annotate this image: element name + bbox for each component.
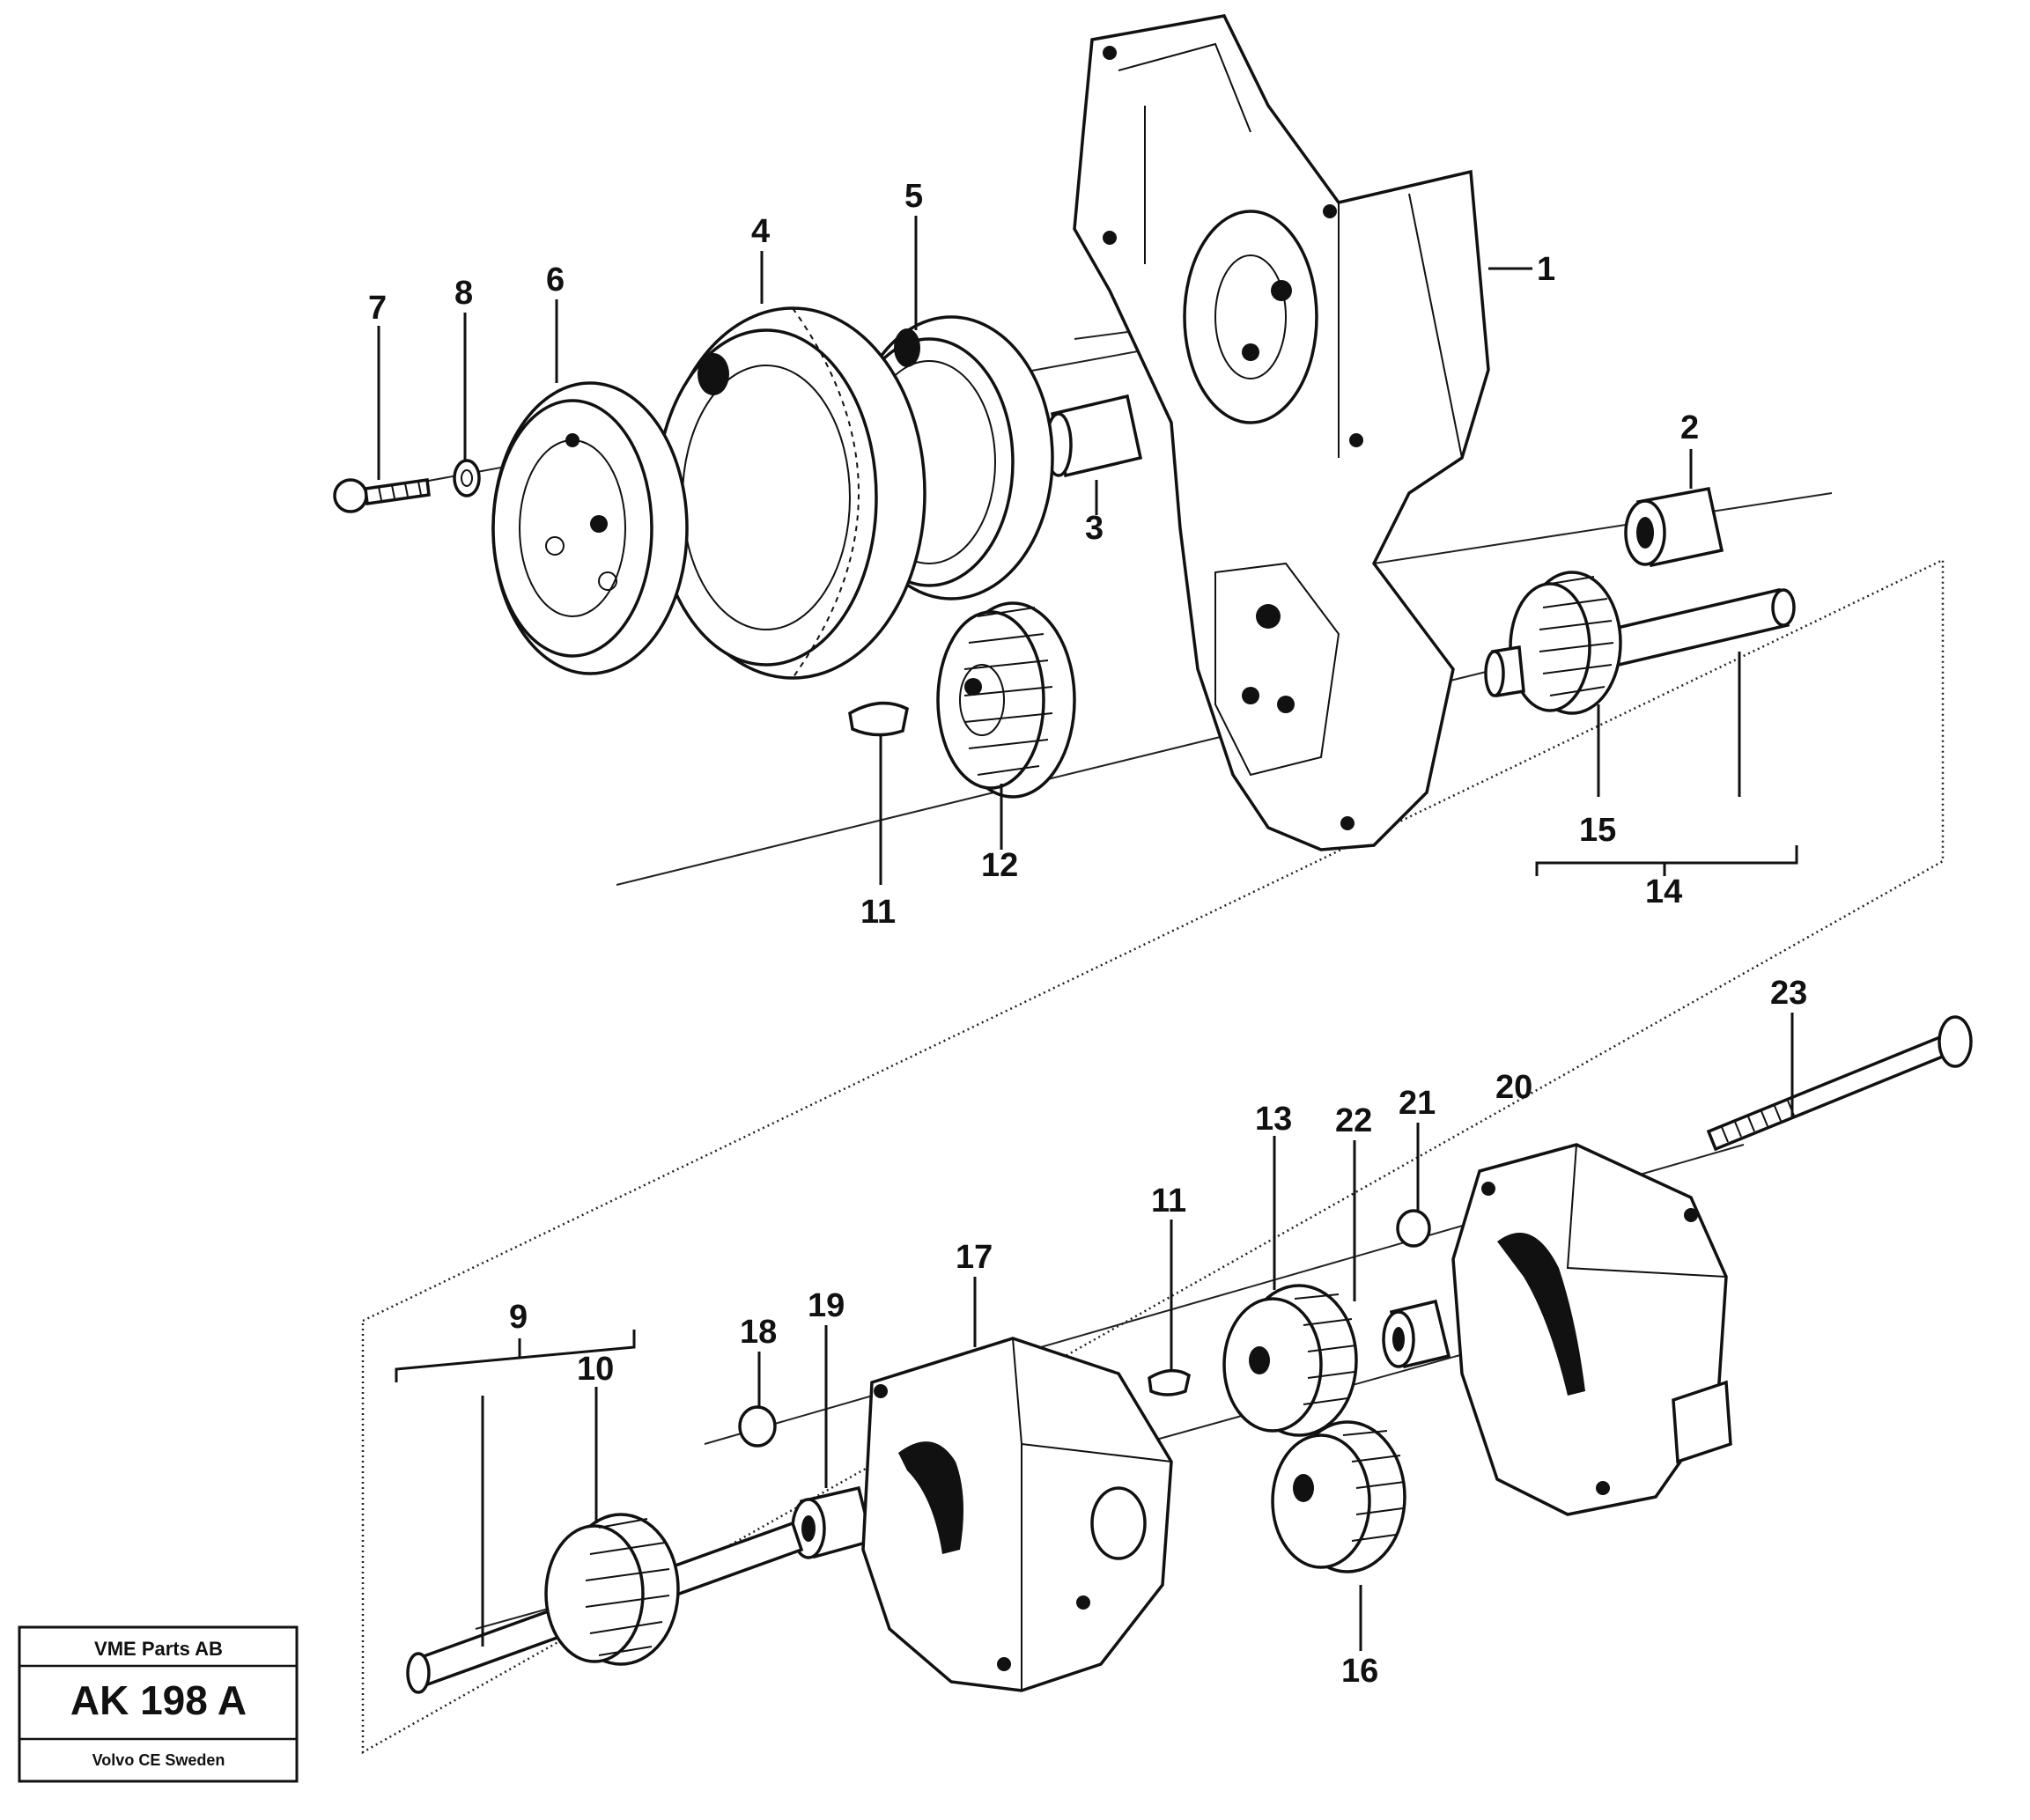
cover-part-20 (1451, 1143, 1732, 1516)
pump-body-part-17 (861, 1337, 1173, 1692)
callout-21: 21 (1399, 1085, 1436, 1122)
callout-11-upper: 11 (860, 894, 896, 931)
washer-part-8 (453, 459, 481, 497)
callout-22: 22 (1335, 1102, 1372, 1139)
key-part-11-lower (1148, 1369, 1191, 1396)
callout-11-lower: 11 (1151, 1183, 1186, 1219)
callout-15: 15 (1579, 812, 1616, 849)
key-part-11-upper (848, 701, 909, 737)
shaft-gear-part-10 (406, 1513, 804, 1694)
callout-14: 14 (1645, 873, 1682, 910)
screw-part-23 (1706, 1015, 1973, 1152)
plug-part-18 (738, 1405, 777, 1448)
callout-1: 1 (1537, 251, 1555, 288)
gear-part-12 (936, 601, 1076, 799)
callout-3: 3 (1085, 510, 1104, 547)
housing-part-1 (1073, 14, 1490, 851)
subassembly-frame (361, 558, 1945, 1755)
reference-stamp: VME Parts AB AK 198 A Volvo CE Sweden (18, 1625, 299, 1783)
callout-13: 13 (1255, 1101, 1292, 1138)
callout-6: 6 (546, 262, 565, 298)
callout-4: 4 (751, 213, 770, 250)
leader-lines (377, 216, 1798, 1651)
callout-19: 19 (808, 1287, 845, 1324)
callout-10: 10 (577, 1351, 614, 1388)
callout-7: 7 (368, 290, 387, 327)
plug-part-21 (1396, 1209, 1431, 1248)
callout-23: 23 (1770, 975, 1807, 1012)
ring-gear-part-4 (654, 306, 926, 680)
stamp-header: VME Parts AB (94, 1638, 223, 1660)
bushing-part-19 (791, 1485, 875, 1559)
gear-part-16 (1271, 1420, 1406, 1573)
screw-part-7 (333, 478, 431, 513)
stamp-code: AK 198 A (70, 1677, 247, 1723)
bushing-part-22 (1382, 1299, 1451, 1369)
bushing-part-2 (1624, 486, 1724, 568)
shaft-gear-part-15 (1484, 571, 1796, 715)
hub-part-6 (491, 381, 689, 675)
callout-2: 2 (1680, 409, 1699, 446)
callout-12: 12 (981, 847, 1018, 884)
stamp-footer: Volvo CE Sweden (92, 1751, 225, 1769)
callout-20: 20 (1495, 1069, 1532, 1106)
callout-18: 18 (740, 1314, 777, 1351)
callout-9: 9 (509, 1299, 528, 1336)
callout-labels: 1 2 3 4 5 6 7 8 9 10 11 11 12 13 14 15 1… (368, 178, 1807, 1690)
callout-17: 17 (956, 1239, 993, 1276)
gear-part-13 (1222, 1284, 1358, 1437)
callout-8: 8 (454, 275, 473, 312)
callout-5: 5 (904, 178, 923, 215)
pin-part-3 (1045, 394, 1143, 478)
callout-16: 16 (1341, 1653, 1378, 1690)
